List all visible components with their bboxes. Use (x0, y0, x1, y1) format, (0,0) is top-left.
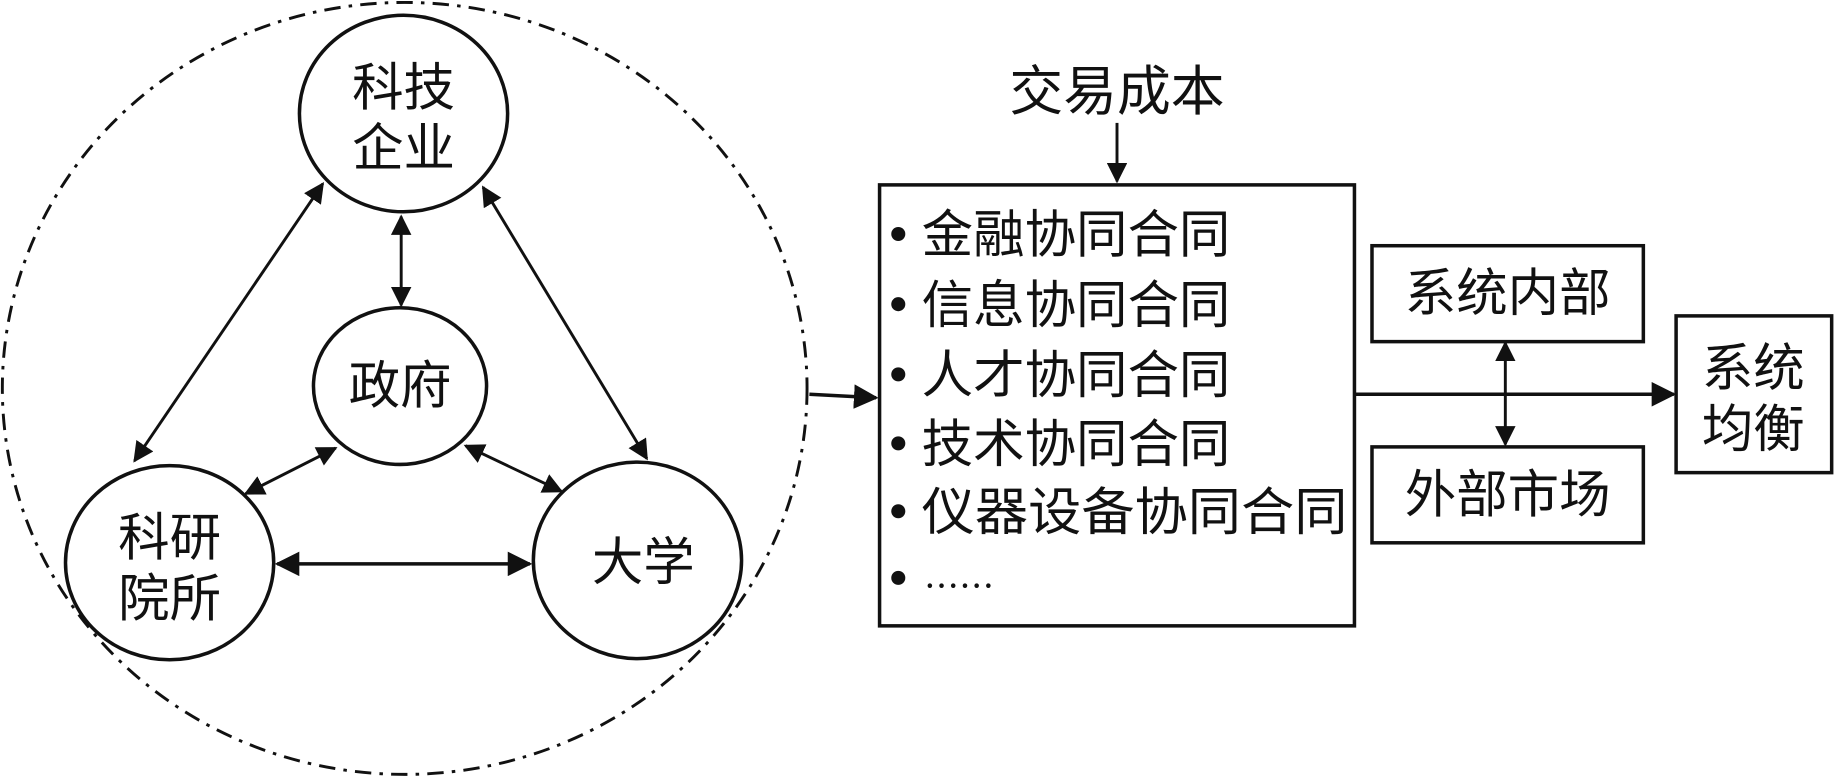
contracts-box: 金融协同合同 信息协同合同 人才协同合同 技术协同合同 仪器设备协同合同 …… (877, 183, 1357, 628)
contract-item: 人才协同合同 (891, 346, 1230, 406)
node-institute-line1: 科研 (118, 509, 221, 569)
internal-label: 系统内部 (1405, 264, 1611, 324)
system-boundary (0, 0, 809, 776)
contract-label: 仪器设备协同合同 (922, 483, 1348, 543)
external-box: 外部市场 (1370, 445, 1646, 545)
arrow-enterprise-institute (133, 182, 325, 463)
node-university-label: 大学 (592, 533, 695, 593)
arrow-enterprise-university (481, 185, 649, 461)
arrow-government-institute (243, 446, 338, 495)
transaction-cost-label: 交易成本 (1009, 60, 1224, 123)
arrow-system-to-contracts (809, 384, 879, 409)
contract-label: 技术协同合同 (922, 415, 1231, 475)
node-government: 政府 (311, 305, 489, 467)
node-institute-line2: 院所 (118, 569, 221, 629)
contract-item: 仪器设备协同合同 (891, 483, 1347, 543)
contract-item: 技术协同合同 (891, 415, 1230, 475)
node-enterprise-line2: 企业 (352, 119, 455, 179)
equilibrium-line1: 系统 (1702, 339, 1805, 399)
external-label: 外部市场 (1405, 465, 1611, 525)
contract-label: 金融协同合同 (922, 206, 1231, 266)
node-university: 大学 (531, 460, 744, 661)
contract-label: …… (924, 555, 994, 596)
internal-box: 系统内部 (1370, 243, 1646, 344)
node-enterprise-line1: 科技 (352, 58, 455, 118)
node-government-label: 政府 (349, 357, 452, 417)
arrow-government-university (463, 444, 564, 493)
contract-label: 信息协同合同 (922, 276, 1231, 336)
contract-label: 人才协同合同 (922, 346, 1231, 406)
contract-item: …… (891, 555, 994, 596)
contract-item: 金融协同合同 (891, 206, 1230, 266)
node-enterprise: 科技 企业 (297, 13, 510, 214)
equilibrium-box: 系统 均衡 (1674, 314, 1834, 475)
equilibrium-line2: 均衡 (1702, 400, 1805, 460)
node-institute: 科研 院所 (63, 463, 276, 662)
contract-item: 信息协同合同 (891, 276, 1230, 336)
